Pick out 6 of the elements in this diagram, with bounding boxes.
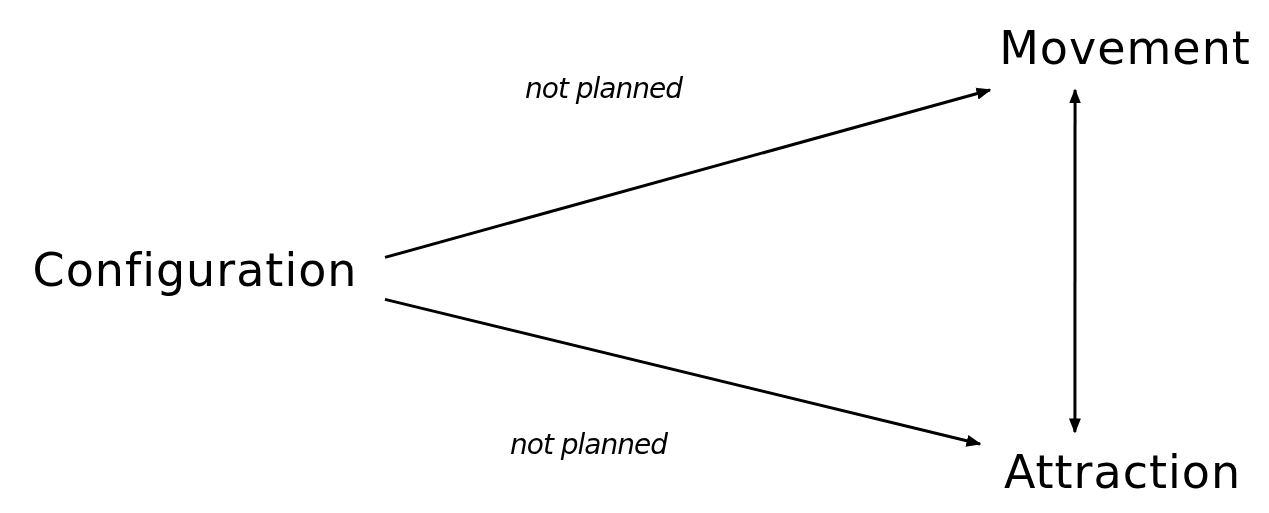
arrow [1068,88,1082,434]
arrow [384,297,982,447]
node-label: Movement [999,20,1251,75]
node-label: Configuration [32,243,358,297]
node-label: Attraction [1003,445,1242,499]
arrow [384,87,992,259]
